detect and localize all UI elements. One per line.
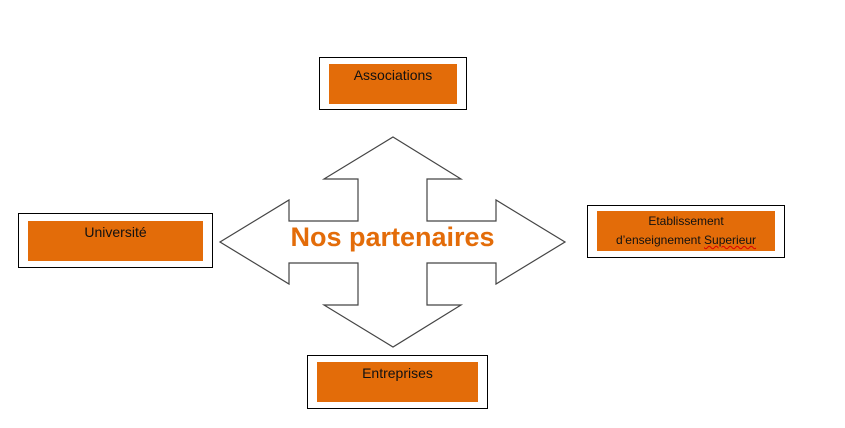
etablissement-line2: d’enseignement Superieur <box>597 231 775 250</box>
etablissement-line2a: d’enseignement <box>615 233 701 247</box>
etablissement-line1: Etablissement <box>648 214 724 228</box>
etablissement-label: Etablissement d’enseignement Superieur <box>597 211 775 251</box>
entreprises-label: Entreprises <box>317 362 478 402</box>
universite-label: Université <box>28 221 203 261</box>
associations-label: Associations <box>329 64 457 104</box>
center-title: Nos partenaires <box>290 222 495 252</box>
etablissement-line2b: Superieur <box>704 233 757 247</box>
